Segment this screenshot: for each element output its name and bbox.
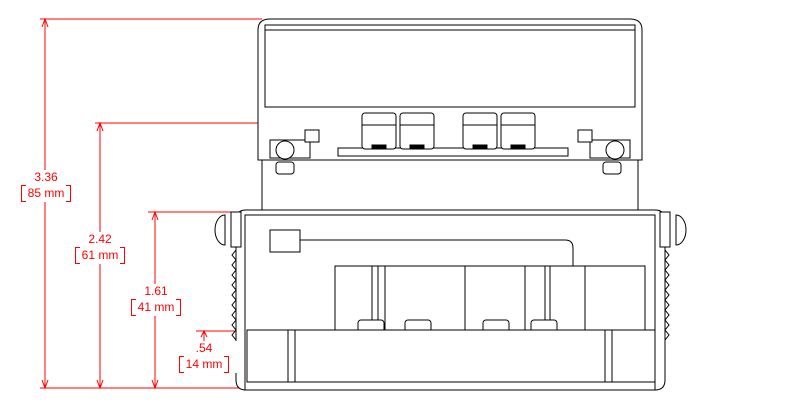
enclosure — [214, 209, 687, 391]
dimension-inches: .54 — [195, 341, 213, 355]
dimension-mm: 85 mm — [20, 185, 72, 202]
dimension-mm: 14 mm — [178, 356, 230, 373]
top-module — [257, 18, 643, 210]
dimension-inches: 3.36 — [34, 170, 58, 184]
dimension-mm: 61 mm — [74, 247, 126, 264]
dimension-base-height: .54 14 mm — [169, 341, 239, 373]
dimension-overall-height: 3.36 85 mm — [11, 170, 81, 202]
terminal-blocks — [361, 112, 536, 150]
dimension-enclosure-height: 1.61 41 mm — [121, 284, 191, 316]
dimension-inches: 1.61 — [144, 284, 168, 298]
dimension-module-height: 2.42 61 mm — [65, 232, 135, 264]
dimension-mm: 41 mm — [130, 299, 182, 316]
dimension-inches: 2.42 — [88, 232, 112, 246]
